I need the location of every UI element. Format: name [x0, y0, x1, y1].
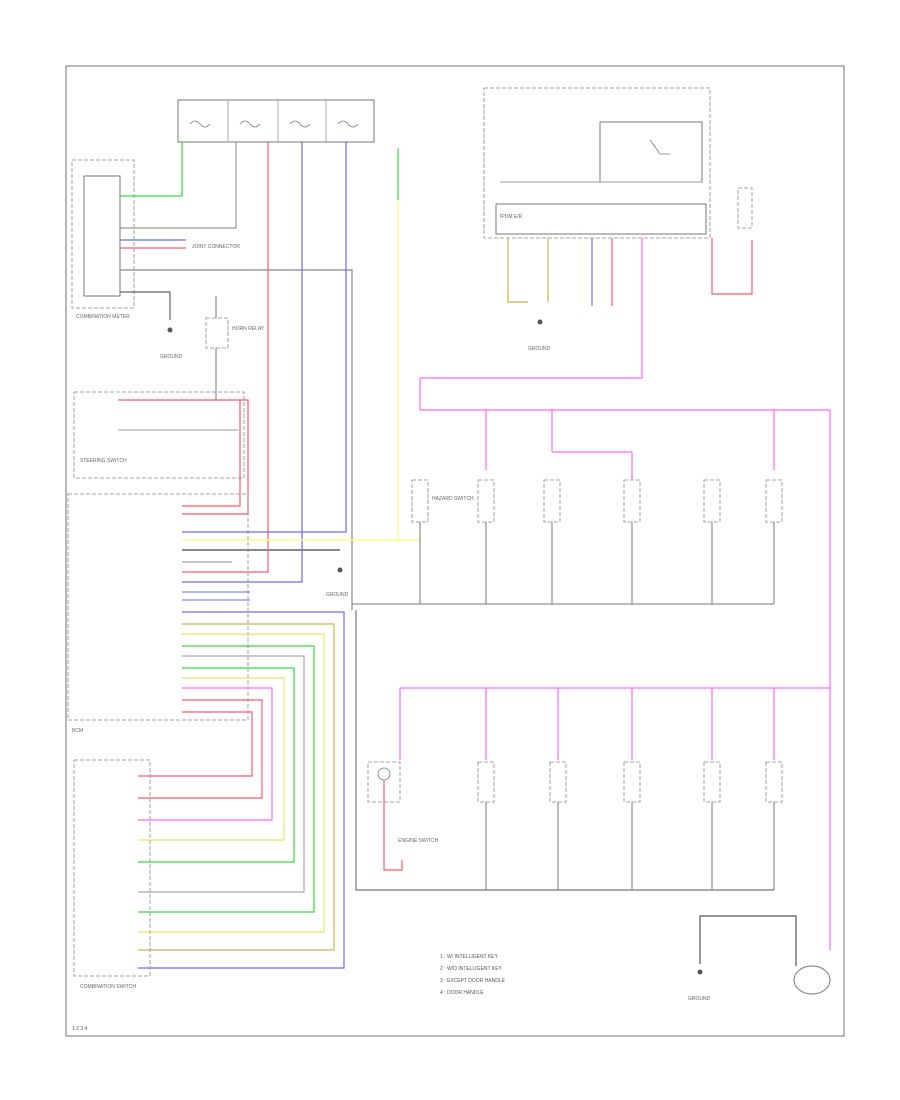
horn-symbol — [793, 965, 831, 995]
ipdm-inner — [599, 121, 703, 183]
fuse-symbol-4 — [337, 120, 359, 128]
bcm-block — [67, 493, 249, 721]
ipdm-lower — [495, 203, 707, 235]
wire-blue-fuse-4[interactable] — [182, 142, 347, 533]
legend-3: 3 : EXCEPT DOOR HANDLE — [440, 978, 506, 984]
combination-switch-box — [73, 759, 151, 977]
lower-switch-1 — [477, 761, 495, 803]
upper-switch-1 — [411, 479, 429, 523]
wire-yellow-combi-2[interactable] — [138, 677, 285, 841]
wire-olive-ipdm-1[interactable] — [507, 238, 528, 303]
legend-4: 4 : DOOR HANDLE — [440, 990, 484, 996]
wire-blue-combi[interactable] — [138, 611, 345, 969]
fuse-block-top — [177, 99, 375, 143]
wire-red-combi-1[interactable] — [138, 699, 263, 799]
combination-meter-connector — [71, 159, 135, 309]
diagram-frame — [65, 65, 845, 1037]
ground-label-1: GROUND — [160, 354, 183, 360]
upper-switch-4 — [623, 479, 641, 523]
wire-red-horn[interactable] — [118, 399, 249, 515]
wire-black-bottom[interactable] — [699, 915, 797, 966]
wire-gray-top-1[interactable] — [120, 142, 237, 229]
wire-red-fuse-2[interactable] — [182, 142, 269, 573]
fuse-symbol-2 — [239, 120, 261, 128]
ipdm-block — [483, 87, 711, 239]
lower-switch-5 — [765, 761, 783, 803]
ipdm-label: IPDM E/R — [500, 214, 523, 220]
horn-relay-box — [205, 317, 229, 349]
steering-switch-box — [73, 391, 245, 479]
hazard-switch-label: HAZARD SWITCH — [432, 496, 474, 502]
combination-switch-label: COMBINATION SWITCH — [80, 984, 136, 990]
lower-switch-3 — [623, 761, 641, 803]
fuse-symbol-3 — [289, 120, 311, 128]
engine-switch-symbol — [377, 767, 391, 781]
legend-1: 1 : W/ INTELLIGENT KEY — [440, 954, 499, 960]
combination-meter-label: COMBINATION METER — [76, 314, 130, 320]
wire-red-horn-2[interactable] — [182, 400, 241, 507]
wire-olive-combi[interactable] — [138, 623, 335, 951]
wire-gray-vertical[interactable] — [355, 610, 774, 891]
bcm-label: BCM — [72, 728, 83, 734]
upper-switch-3 — [543, 479, 561, 523]
right-relay-box — [737, 187, 753, 229]
wire-green-combi-1[interactable] — [138, 645, 315, 913]
upper-switch-5 — [703, 479, 721, 523]
ground-symbol-3 — [537, 319, 543, 325]
wire-green-combi-2[interactable] — [138, 667, 295, 863]
wire-pink-combi[interactable] — [138, 687, 273, 821]
upper-switch-2 — [477, 479, 495, 523]
combination-meter-inner — [83, 175, 121, 297]
ground-label-4: GROUND — [688, 996, 711, 1002]
steering-switch-label: STEERING SWITCH — [80, 458, 127, 464]
ground-label-2: GROUND — [326, 592, 349, 598]
wire-blue-fuse-3[interactable] — [182, 142, 303, 583]
wire-gray-combi[interactable] — [138, 655, 305, 893]
horn-relay-label: HORN RELAY — [232, 326, 265, 332]
upper-switch-6 — [765, 479, 783, 523]
ground-symbol-4 — [697, 969, 703, 975]
ground-label-3: GROUND — [528, 346, 551, 352]
wire-pink-ipdm[interactable] — [419, 238, 643, 410]
ground-symbol-1 — [167, 327, 173, 333]
joint-connector-label: JOINT CONNECTOR — [192, 244, 240, 250]
fuse-symbol-1 — [189, 120, 211, 128]
engine-switch-label: ENGINE SWITCH — [398, 838, 439, 844]
legend-2: 2 : W/O INTELLIGENT KEY — [440, 966, 503, 972]
wire-red-combi-2[interactable] — [138, 711, 253, 777]
wire-red-engine[interactable] — [383, 780, 403, 871]
wire-green-top[interactable] — [120, 142, 183, 197]
wire-gray-meter[interactable] — [120, 269, 353, 610]
ground-symbol-2 — [337, 567, 343, 573]
wire-black-meter[interactable] — [120, 291, 171, 320]
ipdm-relay-symbol — [649, 139, 670, 155]
lower-switch-2 — [549, 761, 567, 803]
wire-yellow-combi-1[interactable] — [138, 633, 325, 933]
lower-switch-4 — [703, 761, 721, 803]
wire-red-ipdm-right[interactable] — [711, 238, 753, 295]
wire-yellow-right[interactable] — [182, 200, 399, 541]
page-code: 1 2 3 4 — [72, 1026, 88, 1032]
